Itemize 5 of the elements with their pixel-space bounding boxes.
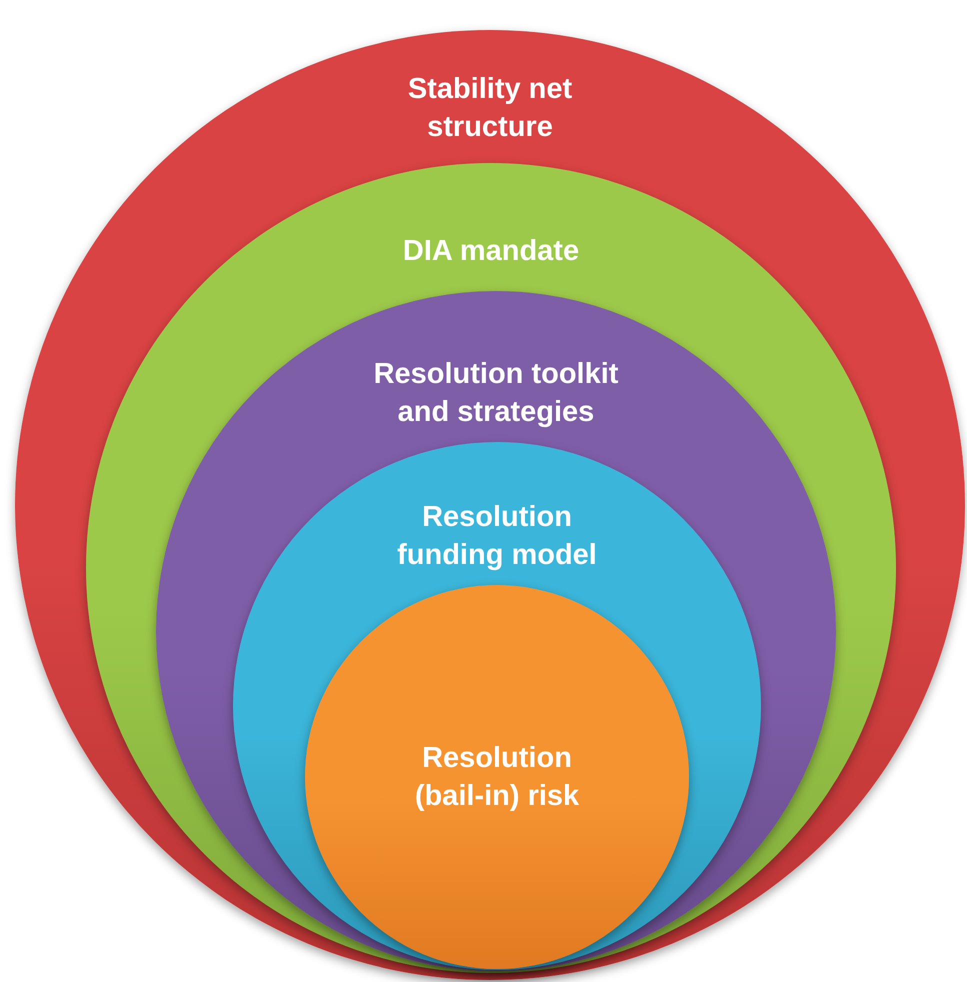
circle-label: Stability net structure xyxy=(406,72,574,145)
circle-label: Resolution (bail-in) risk xyxy=(414,741,580,814)
circle-label: Resolution funding model xyxy=(396,500,598,573)
circle-label: DIA mandate xyxy=(402,234,580,269)
circle-label: Resolution toolkit and strategies xyxy=(372,357,620,430)
